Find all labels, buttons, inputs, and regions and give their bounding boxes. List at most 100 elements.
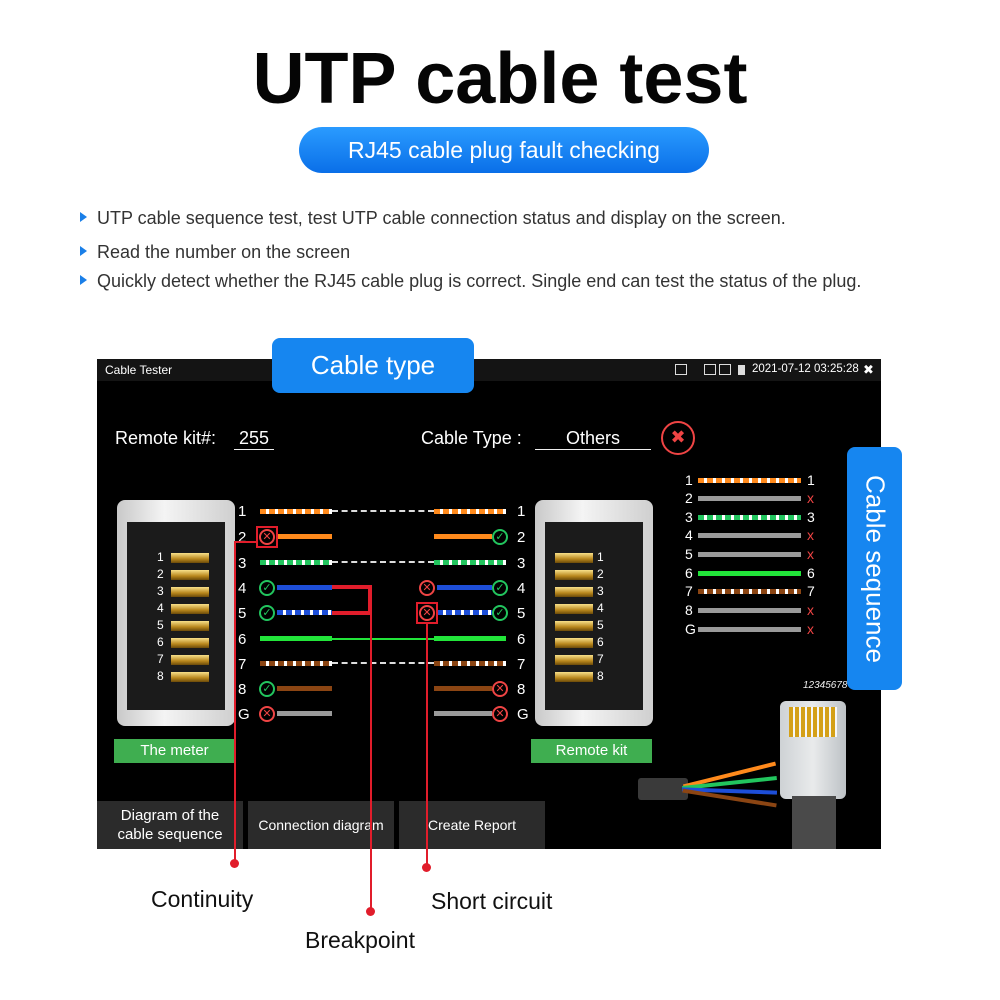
wire-segment [434,560,506,565]
sequence-pin: 5 [685,546,693,562]
plug-pin-number: 4 [597,601,604,615]
gold-contact [171,672,209,682]
wire-segment [260,509,332,514]
wire-segment [277,610,332,615]
battery-icon [738,365,745,375]
cable-sequence-diagram-button[interactable]: Diagram of the cable sequence [97,801,243,849]
plug-pin-number: 8 [597,669,604,683]
button-label-line2: cable sequence [117,826,223,843]
cable-type-value: Others [535,428,651,450]
short-circuit-dot [422,863,431,872]
breakpoint-label: Breakpoint [305,927,415,953]
pin-number-left: 8 [238,681,247,698]
sequence-result: x [807,527,814,543]
connection-diagram-button[interactable]: Connection diagram [248,801,394,849]
wire-segment [277,711,332,716]
wire-link [332,561,434,563]
sequence-wire [698,589,801,594]
sequence-pin: 3 [685,509,693,525]
short-bridge [332,611,372,615]
remote-kit-label: Remote kit [531,739,652,763]
sequence-wire [698,571,801,576]
plug-pin-number: 1 [157,550,164,564]
pin-number-right: 8 [517,681,526,698]
remote-port: 1 2 3 4 5 6 7 8 [535,500,653,726]
gold-contact [171,604,209,614]
gold-contact [171,638,209,648]
image-icon [675,364,687,375]
status-bar: Cable Tester 2021-07-12 03:25:28 ✖ [97,359,881,381]
pin-number-right: 5 [517,605,526,622]
wire-segment [434,509,506,514]
bullet-arrow-icon [80,212,87,222]
gold-contact [555,672,593,682]
sequence-result: x [807,602,814,618]
pin-number-right: 6 [517,631,526,648]
plug-pin-number: 3 [157,584,164,598]
continuity-leader [234,541,236,863]
plug-pin-number: 6 [157,635,164,649]
wire-segment [260,636,332,641]
pin-number-right: 4 [517,580,526,597]
page-title: UTP cable test [252,39,748,119]
ok-icon: ✓ [259,580,275,596]
pin-number-right: G [517,706,529,723]
remote-kit-value: 255 [234,428,274,450]
bullet-arrow-icon [80,246,87,256]
ok-icon: ✓ [492,580,508,596]
wire-segment [437,585,492,590]
wire-segment [277,534,332,539]
sequence-result: 7 [807,583,815,599]
pin-number-left: 6 [238,631,247,648]
close-icon[interactable]: ✖ [863,362,874,377]
pin-number-right: 7 [517,656,526,673]
sequence-pin: 8 [685,602,693,618]
bullet-item: Quickly detect whether the RJ45 cable pl… [80,271,861,292]
short-bridge [332,585,372,589]
wire-link [332,510,434,512]
bullet-item: UTP cable sequence test, test UTP cable … [80,208,786,229]
app-title: Cable Tester [105,363,173,377]
bullet-item: Read the number on the screen [80,242,350,263]
plug-pin-number: 5 [157,618,164,632]
sequence-wire [698,478,801,483]
pin-number-left: 5 [238,605,247,622]
cable-sequence-callout: Cable sequence [847,447,902,690]
sequence-pin: 4 [685,527,693,543]
pin-number-left: G [238,706,250,723]
pin-number-right: 1 [517,503,526,520]
gold-contact [555,570,593,580]
bullet-text: Quickly detect whether the RJ45 cable pl… [97,271,862,291]
sequence-result: 6 [807,565,815,581]
wire-segment [260,661,332,666]
fault-icon: ✕ [259,706,275,722]
sequence-pin: 7 [685,583,693,599]
sequence-wire [698,496,801,501]
short-circuit-leader [426,622,428,867]
cable-type-callout: Cable type [272,338,474,393]
ok-icon: ✓ [492,605,508,621]
breakpoint-leader [370,613,372,911]
sequence-result: 1 [807,472,815,488]
fault-icon: ✕ [419,605,435,621]
plug-pin-number: 5 [597,618,604,632]
cable-sequence-callout-text: Cable sequence [860,474,890,663]
gold-contact [555,638,593,648]
wire-segment [437,610,492,615]
remote-kit-label: Remote kit#: [115,428,217,448]
sequence-wire [698,533,801,538]
no-camera-icon [719,364,731,375]
bullet-text: Read the number on the screen [97,242,351,262]
create-report-button[interactable]: Create Report [399,801,545,849]
sequence-wire [698,515,801,520]
wire-segment [277,686,332,691]
plug-pin-number: 3 [597,584,604,598]
gold-contact [555,604,593,614]
gold-contact [555,553,593,563]
pin-number-right: 3 [517,555,526,572]
fault-icon: ✕ [492,681,508,697]
bullet-arrow-icon [80,275,87,285]
pin-number-right: 2 [517,529,526,546]
gold-contact [171,621,209,631]
plug-pin-number: 4 [157,601,164,615]
